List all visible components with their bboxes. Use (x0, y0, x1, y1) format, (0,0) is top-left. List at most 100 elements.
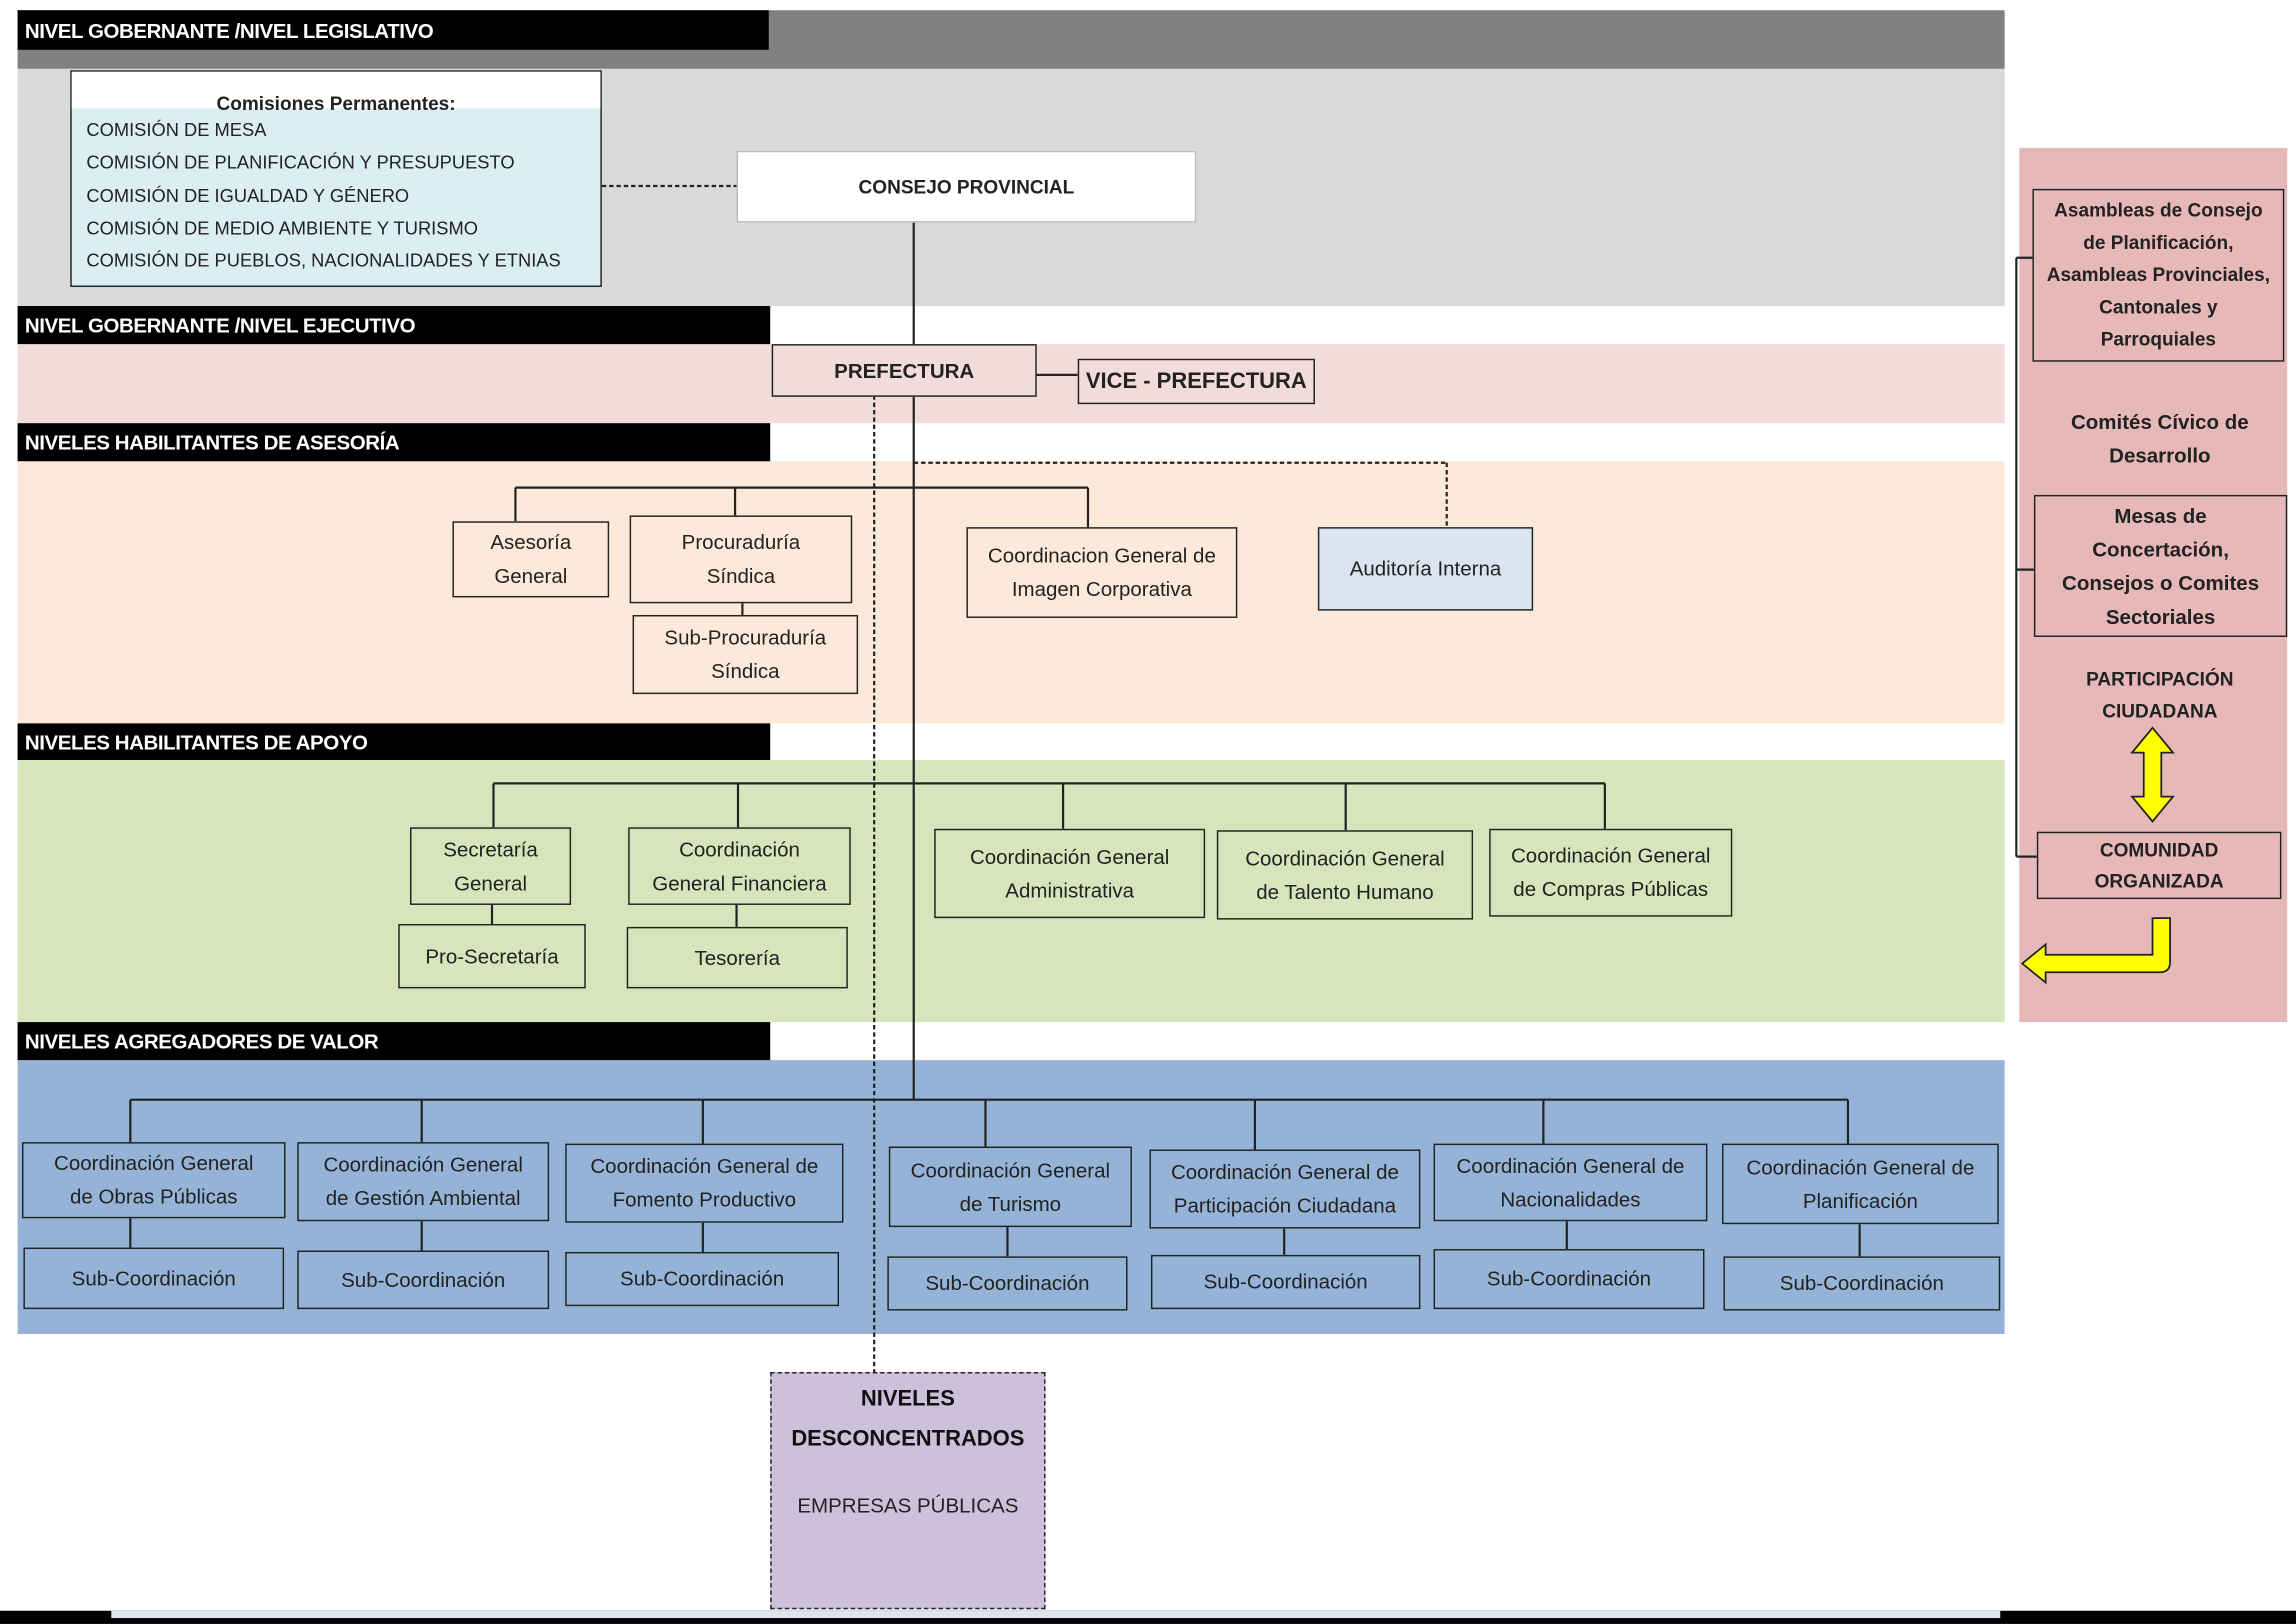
compras-publicas-box[interactable]: Coordinación General de Compras Públicas (1489, 828, 1733, 917)
box-line: Cantonales y (2099, 295, 2218, 318)
box-line: Síndica (706, 563, 776, 588)
box-line: Coordinacion General de (987, 543, 1216, 567)
box-line: Sub-Coordinación (1486, 1266, 1652, 1291)
box-line: General (454, 870, 528, 894)
box-line: de Planificación, (2083, 231, 2234, 254)
box-line: Coordinación General de (1746, 1154, 1975, 1179)
box-line: Concertación, (2092, 536, 2229, 561)
header-valor: NIVELES AGREGADORES DE VALOR (17, 1022, 771, 1061)
header-legislativo: NIVEL GOBERNANTE /NIVEL LEGISLATIVO (17, 10, 769, 50)
comunidad-organizada-box[interactable]: COMUNIDAD ORGANIZADA (2036, 831, 2282, 900)
bottom-tab-strip (111, 1610, 2001, 1619)
box-line: de Compras Públicas (1513, 877, 1709, 901)
empresas-publicas-label: EMPRESAS PÚBLICAS (797, 1493, 1019, 1518)
asambleas-box[interactable]: Asambleas de Consejo de Planificación, A… (2032, 188, 2285, 362)
box-line: Mesas de (2114, 502, 2207, 527)
sub-coordinacion-box[interactable]: Sub-Coordinación (1433, 1249, 1705, 1310)
box-line: Secretaría (443, 836, 538, 861)
box-line: Sectoriales (2105, 604, 2216, 628)
box-line: Nacionalidades (1500, 1186, 1641, 1211)
header-asesoria: NIVELES HABILITANTES DE ASESORÍA (17, 423, 771, 462)
sub-coordinacion-box[interactable]: Sub-Coordinación (1150, 1254, 1421, 1310)
box-line: Procuraduría (681, 530, 801, 554)
secretaria-general-box[interactable]: Secretaría General (410, 827, 572, 905)
box-line: Sub-Coordinación (1203, 1269, 1368, 1293)
box-line: Asambleas de Consejo (2054, 199, 2263, 222)
vice-prefectura-box[interactable]: VICE - PREFECTURA (1077, 358, 1315, 405)
mesas-concertacion-box[interactable]: Mesas de Concertación, Consejos o Comite… (2033, 494, 2288, 637)
box-line: Coordinación General (910, 1157, 1111, 1181)
sub-procuraduria-box[interactable]: Sub-Procuraduría Síndica (632, 615, 859, 695)
participacion-ciudadana-label: PARTICIPACIÓN CIUDADANA (2035, 663, 2284, 727)
box-line: Sub-Coordinación (71, 1265, 236, 1290)
comisiones-title-bg (71, 71, 601, 109)
header-ejecutivo: NIVEL GOBERNANTE /NIVEL EJECUTIVO (17, 306, 771, 345)
sub-coordinacion-box[interactable]: Sub-Coordinación (565, 1251, 840, 1307)
box-line: General (494, 563, 568, 588)
sub-coordinacion-box[interactable]: Sub-Coordinación (23, 1247, 285, 1310)
imagen-corporativa-box[interactable]: Coordinacion General de Imagen Corporati… (966, 527, 1238, 618)
box-line: Coordinación General (323, 1152, 523, 1176)
box-line: Comités Cívico de (2070, 410, 2249, 434)
box-line: Sub-Procuraduría (664, 625, 827, 649)
talento-humano-box[interactable]: Coordinación General de Talento Humano (1216, 830, 1474, 920)
coord-planificacion-box[interactable]: Coordinación General de Planificación (1722, 1143, 1999, 1225)
sub-coordinacion-box[interactable]: Sub-Coordinación (887, 1256, 1128, 1311)
box-line: Coordinación General de (590, 1153, 819, 1178)
sub-coordinacion-box[interactable]: Sub-Coordinación (1723, 1256, 2001, 1311)
box-line: Asesoría (490, 530, 572, 554)
header-apoyo: NIVELES HABILITANTES DE APOYO (17, 723, 771, 760)
box-line: Coordinación General (1245, 845, 1445, 870)
box-line: Imagen Corporativa (1011, 576, 1192, 601)
box-line: Coordinación General (969, 844, 1170, 868)
prefectura-label: PREFECTURA (834, 358, 975, 382)
box-line: Coordinación (679, 836, 800, 861)
comision-item: COMISIÓN DE MESA (86, 120, 267, 141)
box-line: Coordinación General (54, 1150, 254, 1175)
pro-secretaria-box[interactable]: Pro-Secretaría (398, 923, 586, 989)
box-line: Coordinación General de (1170, 1159, 1399, 1184)
box-line: NIVELES (860, 1386, 955, 1412)
box-line: ORGANIZADA (2094, 869, 2224, 892)
comision-item: COMISIÓN DE IGUALDAD Y GÉNERO (86, 185, 410, 206)
asesoria-general-box[interactable]: Asesoría General (452, 521, 610, 598)
coord-fomento-productivo-box[interactable]: Coordinación General de Fomento Producti… (565, 1143, 844, 1223)
box-line: Fomento Productivo (612, 1187, 797, 1211)
comisiones-box: Comisiones Permanentes: COMISIÓN DE MESA… (70, 70, 602, 288)
sub-coordinacion-box[interactable]: Sub-Coordinación (297, 1250, 550, 1310)
coord-participacion-ciudadana-box[interactable]: Coordinación General de Participación Ci… (1149, 1149, 1421, 1229)
box-line: Administrativa (1005, 877, 1135, 902)
consejo-provincial-label: CONSEJO PROVINCIAL (858, 175, 1075, 198)
box-line: Sub-Coordinación (620, 1266, 785, 1291)
box-line: Tesorería (694, 945, 780, 969)
box-line: Coordinación General (1510, 843, 1711, 867)
tesoreria-box[interactable]: Tesorería (626, 926, 848, 989)
coordinacion-administrativa-box[interactable]: Coordinación General Administrativa (934, 828, 1206, 919)
return-arrow-icon (2020, 917, 2171, 985)
comision-item: COMISIÓN DE MEDIO AMBIENTE Y TURISMO (86, 218, 478, 239)
box-line: Desarrollo (2109, 443, 2211, 468)
box-line: Pro-Secretaría (425, 943, 559, 968)
box-line: General Financiera (652, 870, 827, 894)
box-line: Participación Ciudadana (1173, 1193, 1397, 1217)
comisiones-list: COMISIÓN DE MESA COMISIÓN DE PLANIFICACI… (86, 114, 560, 277)
coordinacion-financiera-box[interactable]: Coordinación General Financiera (628, 827, 851, 905)
prefectura-box[interactable]: PREFECTURA (771, 344, 1037, 397)
box-line: Asambleas Provinciales, (2046, 263, 2271, 286)
box-line: Síndica (711, 658, 780, 683)
comisiones-title: Comisiones Permanentes: (216, 92, 456, 115)
auditoria-interna-box[interactable]: Auditoría Interna (1317, 527, 1534, 611)
niveles-desconcentrados-box[interactable]: NIVELES DESCONCENTRADOS EMPRESAS PÚBLICA… (770, 1372, 1046, 1610)
vice-prefectura-label: VICE - PREFECTURA (1085, 369, 1307, 394)
procuraduria-sindica-box[interactable]: Procuraduría Síndica (629, 515, 853, 604)
coord-turismo-box[interactable]: Coordinación General de Turismo (888, 1146, 1132, 1228)
coord-nacionalidades-box[interactable]: Coordinación General de Nacionalidades (1433, 1143, 1708, 1222)
coord-obras-publicas-box[interactable]: Coordinación General de Obras Públicas (21, 1142, 286, 1219)
box-line: PARTICIPACIÓN (2086, 667, 2234, 690)
box-line: Coordinación General de (1456, 1153, 1685, 1177)
box-line: Parroquiales (2100, 328, 2217, 350)
coord-gestion-ambiental-box[interactable]: Coordinación General de Gestión Ambienta… (297, 1142, 550, 1222)
consejo-provincial-box[interactable]: CONSEJO PROVINCIAL (736, 150, 1197, 223)
